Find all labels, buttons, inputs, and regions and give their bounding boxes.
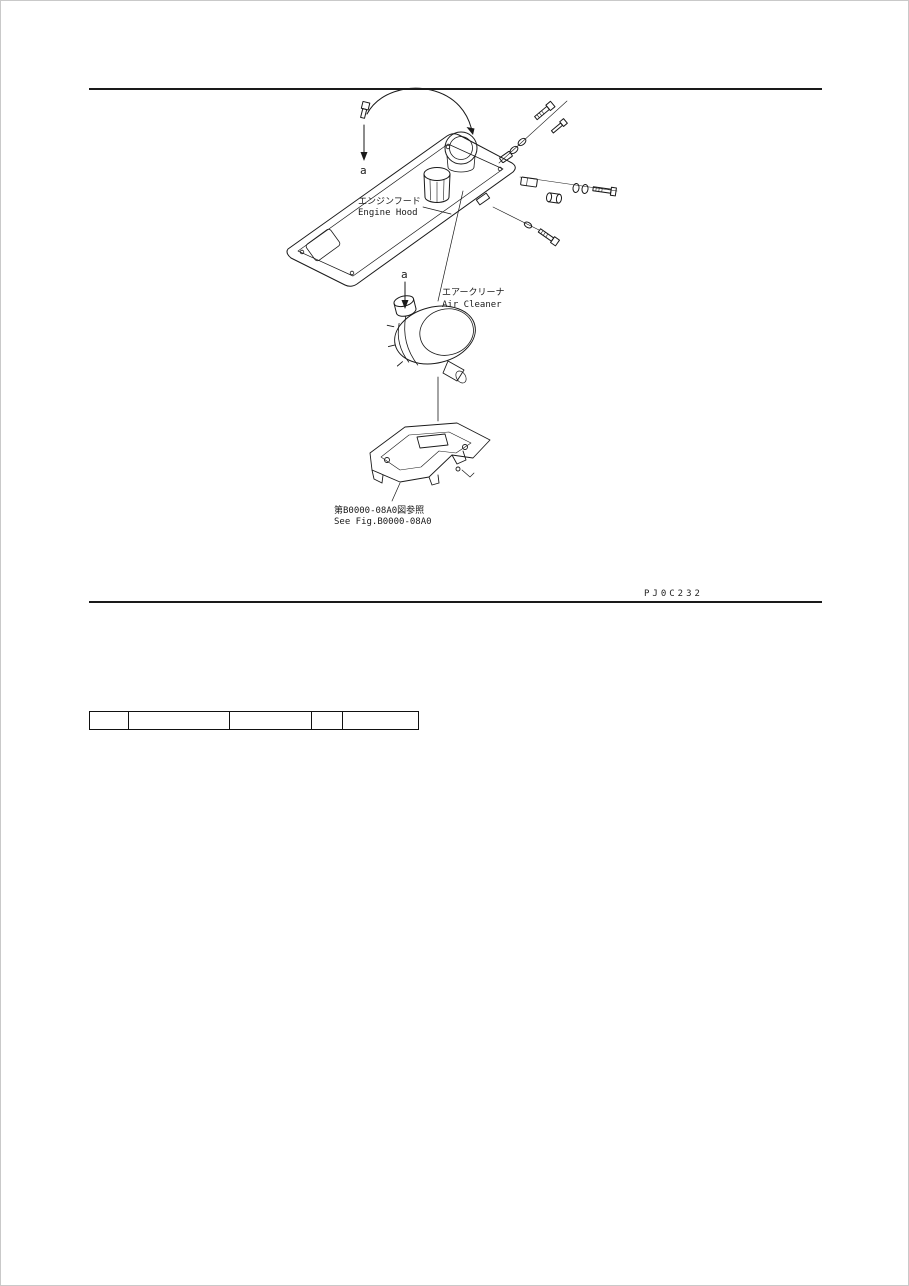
marker-a-top-arrowhead	[360, 152, 368, 161]
fastener-group-middle	[519, 176, 618, 204]
clip	[520, 176, 538, 188]
bolt	[592, 186, 617, 197]
top-rule	[89, 88, 822, 90]
pre-cleaner-cap	[444, 131, 478, 173]
hood-inlet-tube	[423, 167, 451, 203]
washer	[523, 221, 533, 229]
revision-table-cell-5	[343, 712, 418, 729]
air-cleaner-label-en: Air Cleaner	[442, 300, 502, 310]
marker-a-mid-label: a	[401, 268, 408, 281]
engine-hood-panel	[286, 133, 516, 287]
engine-hood-label-en: Engine Hood	[358, 208, 418, 218]
figure-code: PJ0C232	[644, 589, 703, 599]
marker-a-top-label: a	[360, 164, 367, 177]
air-cleaner-outlet	[442, 360, 465, 382]
revision-table-cell-3	[230, 712, 312, 729]
fastener-group-lower	[475, 192, 560, 247]
mounting-bracket	[369, 422, 491, 486]
engine-hood-leader	[422, 206, 452, 215]
bolt	[534, 100, 556, 121]
breather-hose-line	[366, 87, 473, 132]
hose-fitting	[360, 100, 371, 119]
engine-hood-label-jp: エンジンフード	[358, 197, 421, 207]
marker-a-mid-arrowhead	[401, 300, 409, 309]
revision-table-cell-1	[90, 712, 129, 729]
air-cleaner-body	[386, 305, 476, 367]
washer	[517, 137, 527, 147]
revision-table-cell-4	[312, 712, 343, 729]
screw	[550, 118, 568, 134]
outlet-end	[455, 370, 467, 384]
bolt	[537, 228, 560, 247]
air-cleaner-label-jp: エアークリーナ	[442, 287, 504, 298]
washer	[572, 183, 580, 193]
revision-table	[89, 711, 419, 730]
hose-arrowhead	[466, 127, 475, 135]
air-cleaner-leader	[437, 190, 464, 302]
fastener-group-top	[498, 100, 568, 164]
hinge-clip	[475, 192, 491, 206]
bushing	[545, 192, 563, 204]
washer	[581, 184, 589, 194]
see-fig-label-en: See Fig.B0000-08A0	[334, 517, 432, 527]
revision-table-cell-2	[129, 712, 230, 729]
see-fig-label-jp: 第B0000-08A0図参照	[334, 504, 424, 516]
air-cleaner-cap	[393, 295, 417, 317]
bottom-rule	[89, 601, 822, 603]
clip	[499, 150, 513, 164]
see-fig-leader	[391, 482, 401, 502]
